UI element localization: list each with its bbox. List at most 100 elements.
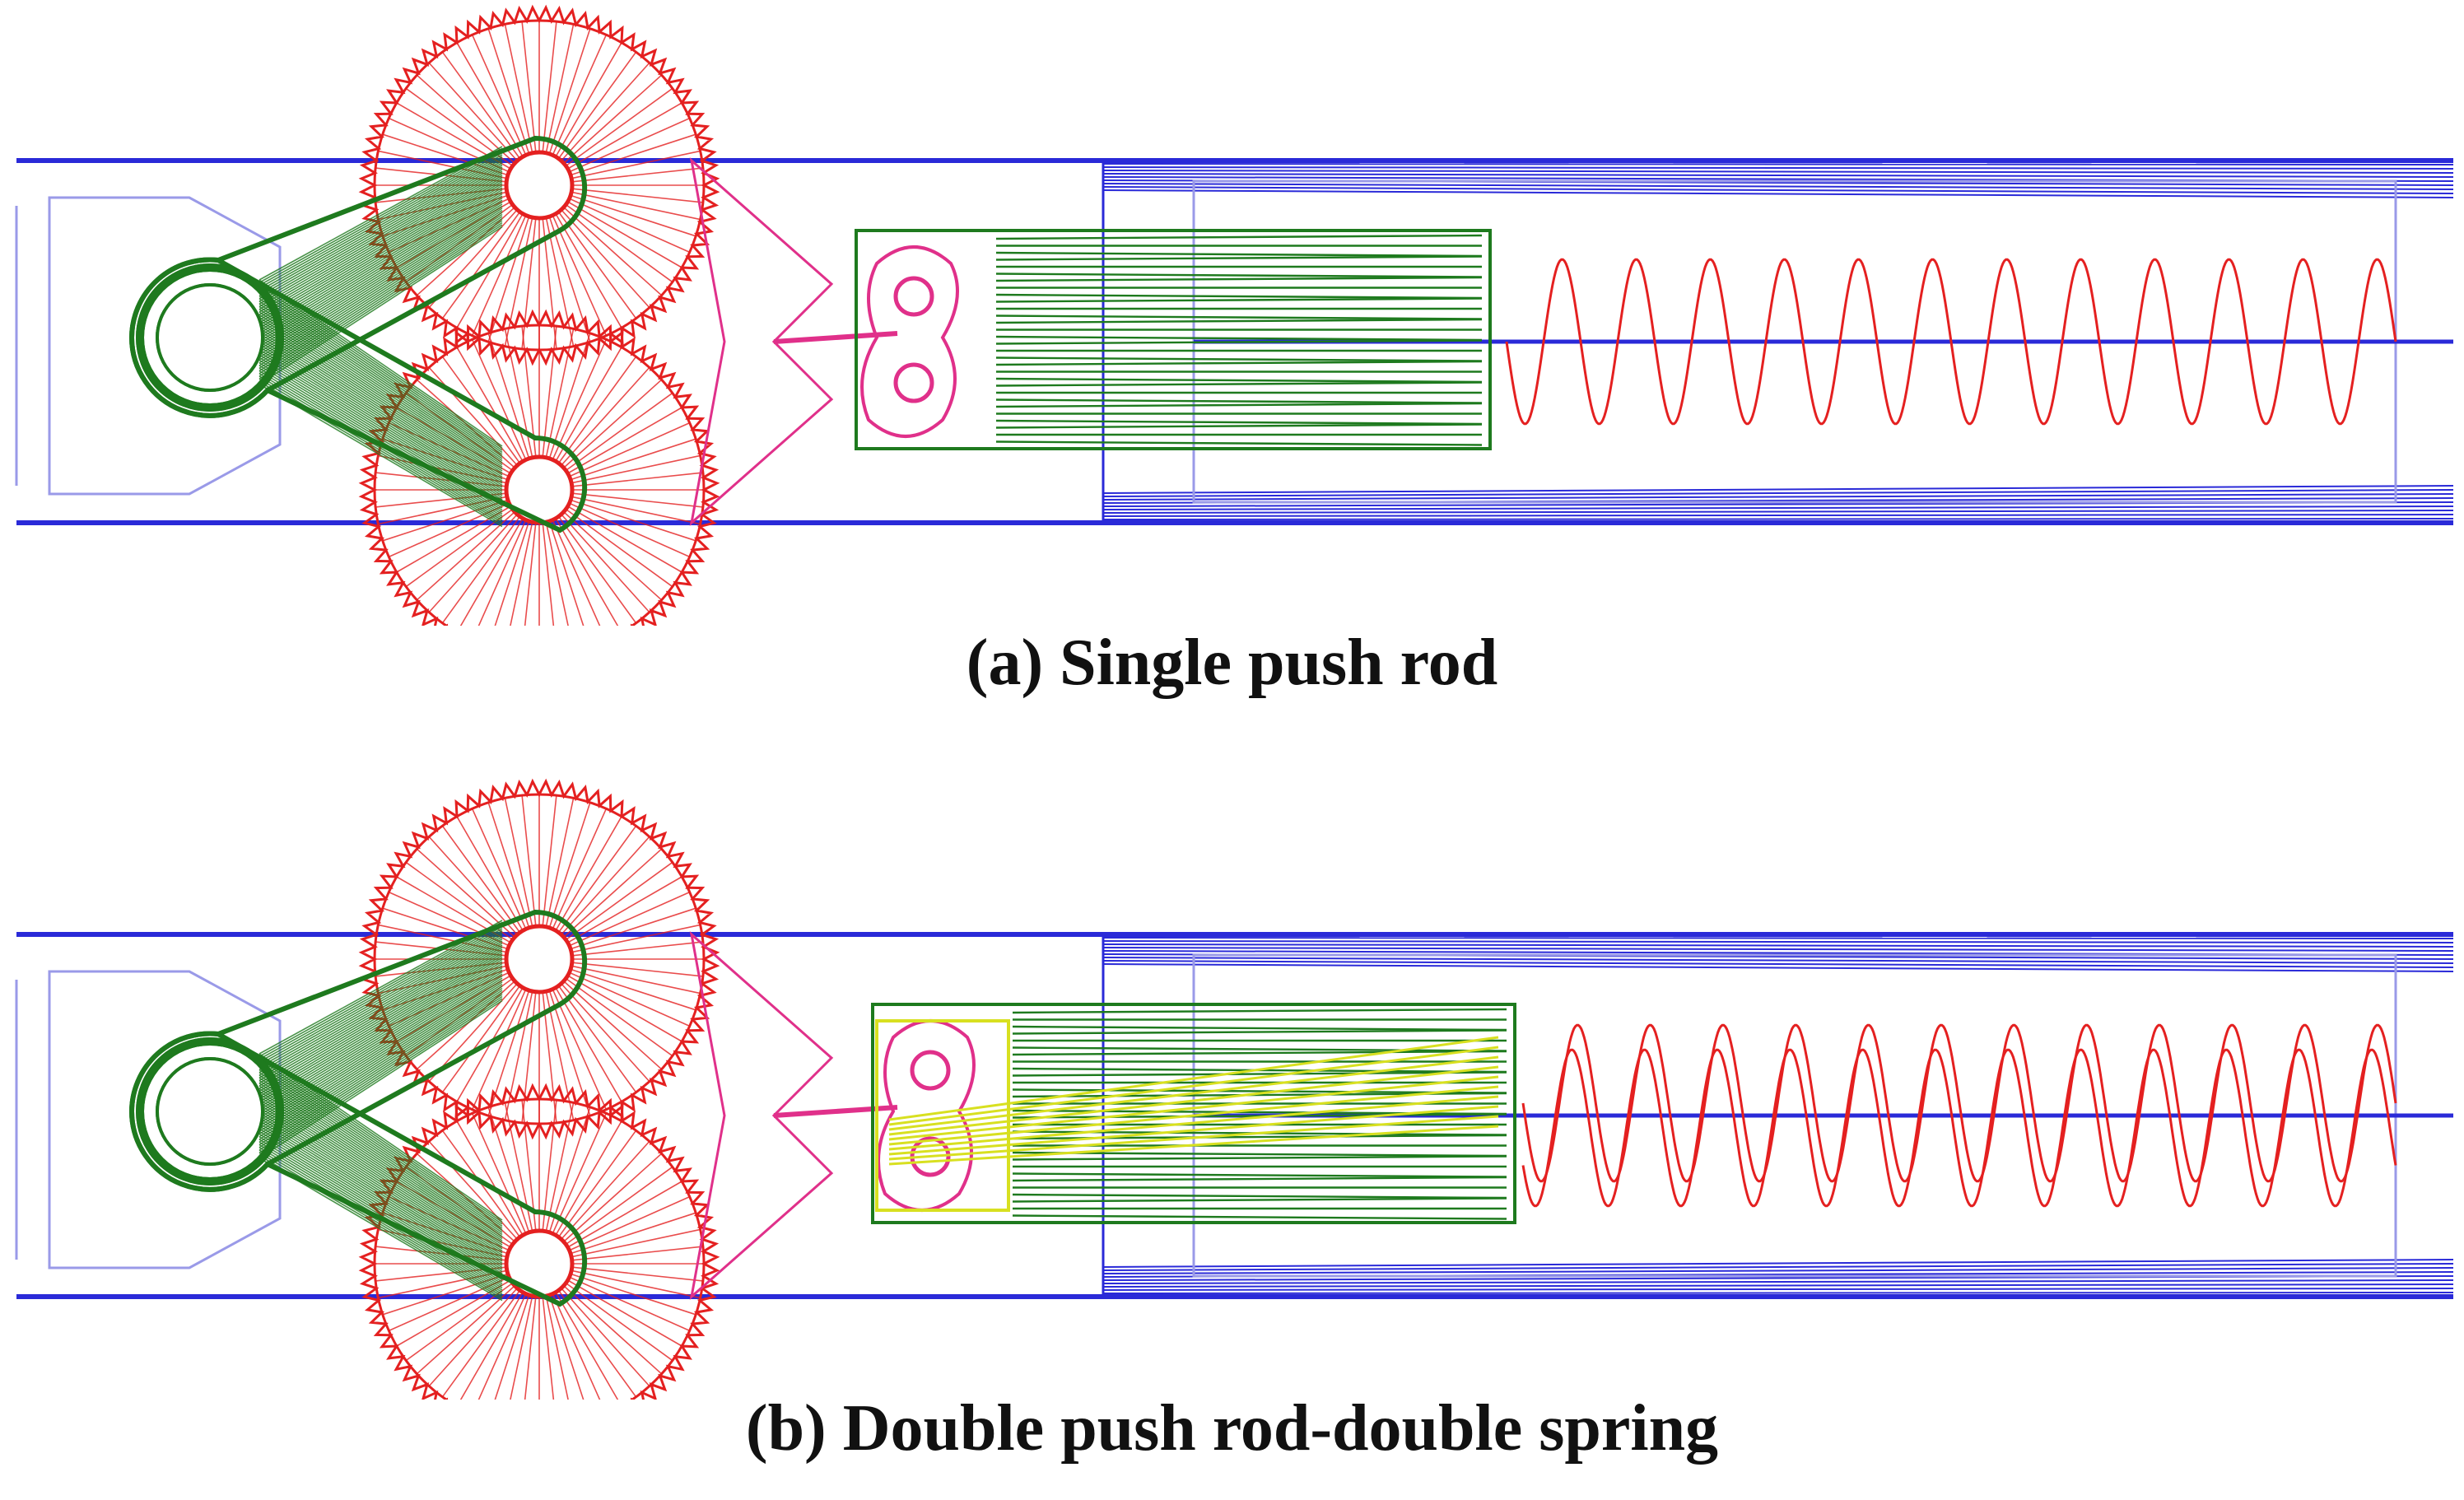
gear-spoke (565, 1166, 673, 1246)
toggle-diamond (689, 157, 834, 526)
gear-spoke (545, 24, 575, 154)
link-mesh-line (259, 309, 503, 470)
push-rod-mesh (1012, 1197, 1507, 1203)
push-rod-mesh (995, 377, 1483, 384)
link-eye-hole (156, 283, 264, 392)
housing-line (1102, 183, 2454, 190)
link-mesh-line (259, 160, 503, 300)
housing-line (1102, 186, 2454, 194)
gear-spoke (382, 133, 509, 176)
gear-spoke (570, 1212, 696, 1255)
gear-spoke (567, 1181, 682, 1248)
gear-spoke (545, 1295, 569, 1400)
link-mesh-line (259, 1058, 503, 1225)
gear-spoke (548, 28, 591, 155)
link-mesh-line (259, 1120, 503, 1273)
housing-line (1102, 1259, 2454, 1268)
housing-line (1102, 943, 2454, 948)
gear-spoke (487, 802, 530, 929)
pin-upper (910, 1050, 951, 1091)
gear-spoke (521, 21, 537, 153)
push-rod-body (855, 229, 1492, 450)
gear-spoke (441, 211, 521, 319)
link-eye-ring (136, 263, 284, 412)
gear-spoke (570, 133, 696, 176)
push-rod-mesh (1012, 1050, 1507, 1056)
push-rod-mesh (1012, 1071, 1507, 1077)
second-push-rod-line (888, 1115, 1499, 1161)
link-mesh-line (259, 1136, 503, 1285)
link-mesh-line (259, 967, 503, 1116)
gear-spoke (557, 1130, 637, 1238)
link-eye-hole (156, 1057, 264, 1166)
gear-spoke (571, 962, 703, 977)
gear-spoke (545, 990, 575, 1120)
link-mesh-line (259, 983, 503, 1138)
link-mesh-line (259, 1149, 503, 1295)
link-mesh-line (259, 994, 503, 1151)
gear-spoke (542, 1100, 557, 1232)
housing-line (1102, 514, 2454, 517)
gear-spoke (428, 514, 518, 613)
housing-line (1102, 1279, 2454, 1284)
link-mesh-line (259, 1152, 503, 1297)
link-mesh-line (259, 156, 503, 294)
housing-line (1102, 166, 2454, 170)
gear-spoke (542, 522, 555, 626)
gear-spoke (487, 333, 530, 459)
link-mesh-line (259, 953, 503, 1097)
gear-spoke (570, 907, 696, 950)
link-eye-ring (136, 1037, 284, 1186)
second-push-rod-line (888, 1095, 1499, 1151)
link-mesh-line (259, 961, 503, 1108)
link-mesh-line (259, 936, 503, 1076)
link-mesh-line (259, 333, 503, 488)
push-rod-mesh (995, 255, 1483, 261)
housing-line (1102, 947, 2454, 952)
gear-spoke (569, 198, 691, 254)
link-mesh-line (259, 1104, 503, 1260)
second-push-rod-line (888, 1036, 1499, 1121)
gear-spoke (557, 356, 637, 464)
link-mesh-line (259, 921, 503, 1057)
gear-spoke (504, 798, 533, 928)
link-mesh-line (259, 378, 503, 524)
push-rod-mesh (1012, 1029, 1507, 1035)
gear-spoke (569, 971, 691, 1027)
toggle-linkage (689, 931, 898, 1300)
push-rod-mesh (1012, 1088, 1507, 1094)
link-mesh-line (259, 1061, 503, 1227)
mechanism (15, 4, 2454, 626)
link-mesh-line (259, 946, 503, 1089)
push-rod-mesh (995, 293, 1483, 300)
gear-spoke (552, 989, 608, 1111)
gear-spoke (569, 1195, 691, 1251)
gear-spoke (521, 217, 537, 349)
link-mesh-line (259, 303, 503, 466)
gear-spoke (565, 1282, 673, 1362)
gear-spoke (565, 87, 673, 167)
gear-spoke (557, 51, 637, 160)
link-mesh-line (259, 179, 503, 324)
gear-spoke (471, 338, 527, 460)
push-rod-mesh (995, 276, 1483, 282)
gear-spoke (552, 519, 601, 626)
link-mesh-line (259, 295, 503, 459)
pin-housing (860, 245, 959, 438)
link-mesh-line (259, 1055, 503, 1223)
gear-spoke (569, 891, 691, 947)
gear-spoke (471, 989, 527, 1111)
link-mesh-line (259, 287, 503, 454)
gear-spoke (510, 521, 533, 626)
gear-spoke (567, 1279, 682, 1347)
end-cap-outline (48, 196, 282, 496)
link-outline (128, 257, 588, 533)
gear-spoke (557, 1289, 637, 1398)
gear-spoke (561, 836, 650, 935)
gear-spoke (471, 34, 527, 156)
gear-spoke (428, 366, 518, 466)
gear-spoke (416, 511, 515, 601)
gear-spoke (571, 191, 701, 221)
link-mesh-line (259, 335, 503, 491)
panel-b-double-push-rod (0, 774, 2464, 1457)
